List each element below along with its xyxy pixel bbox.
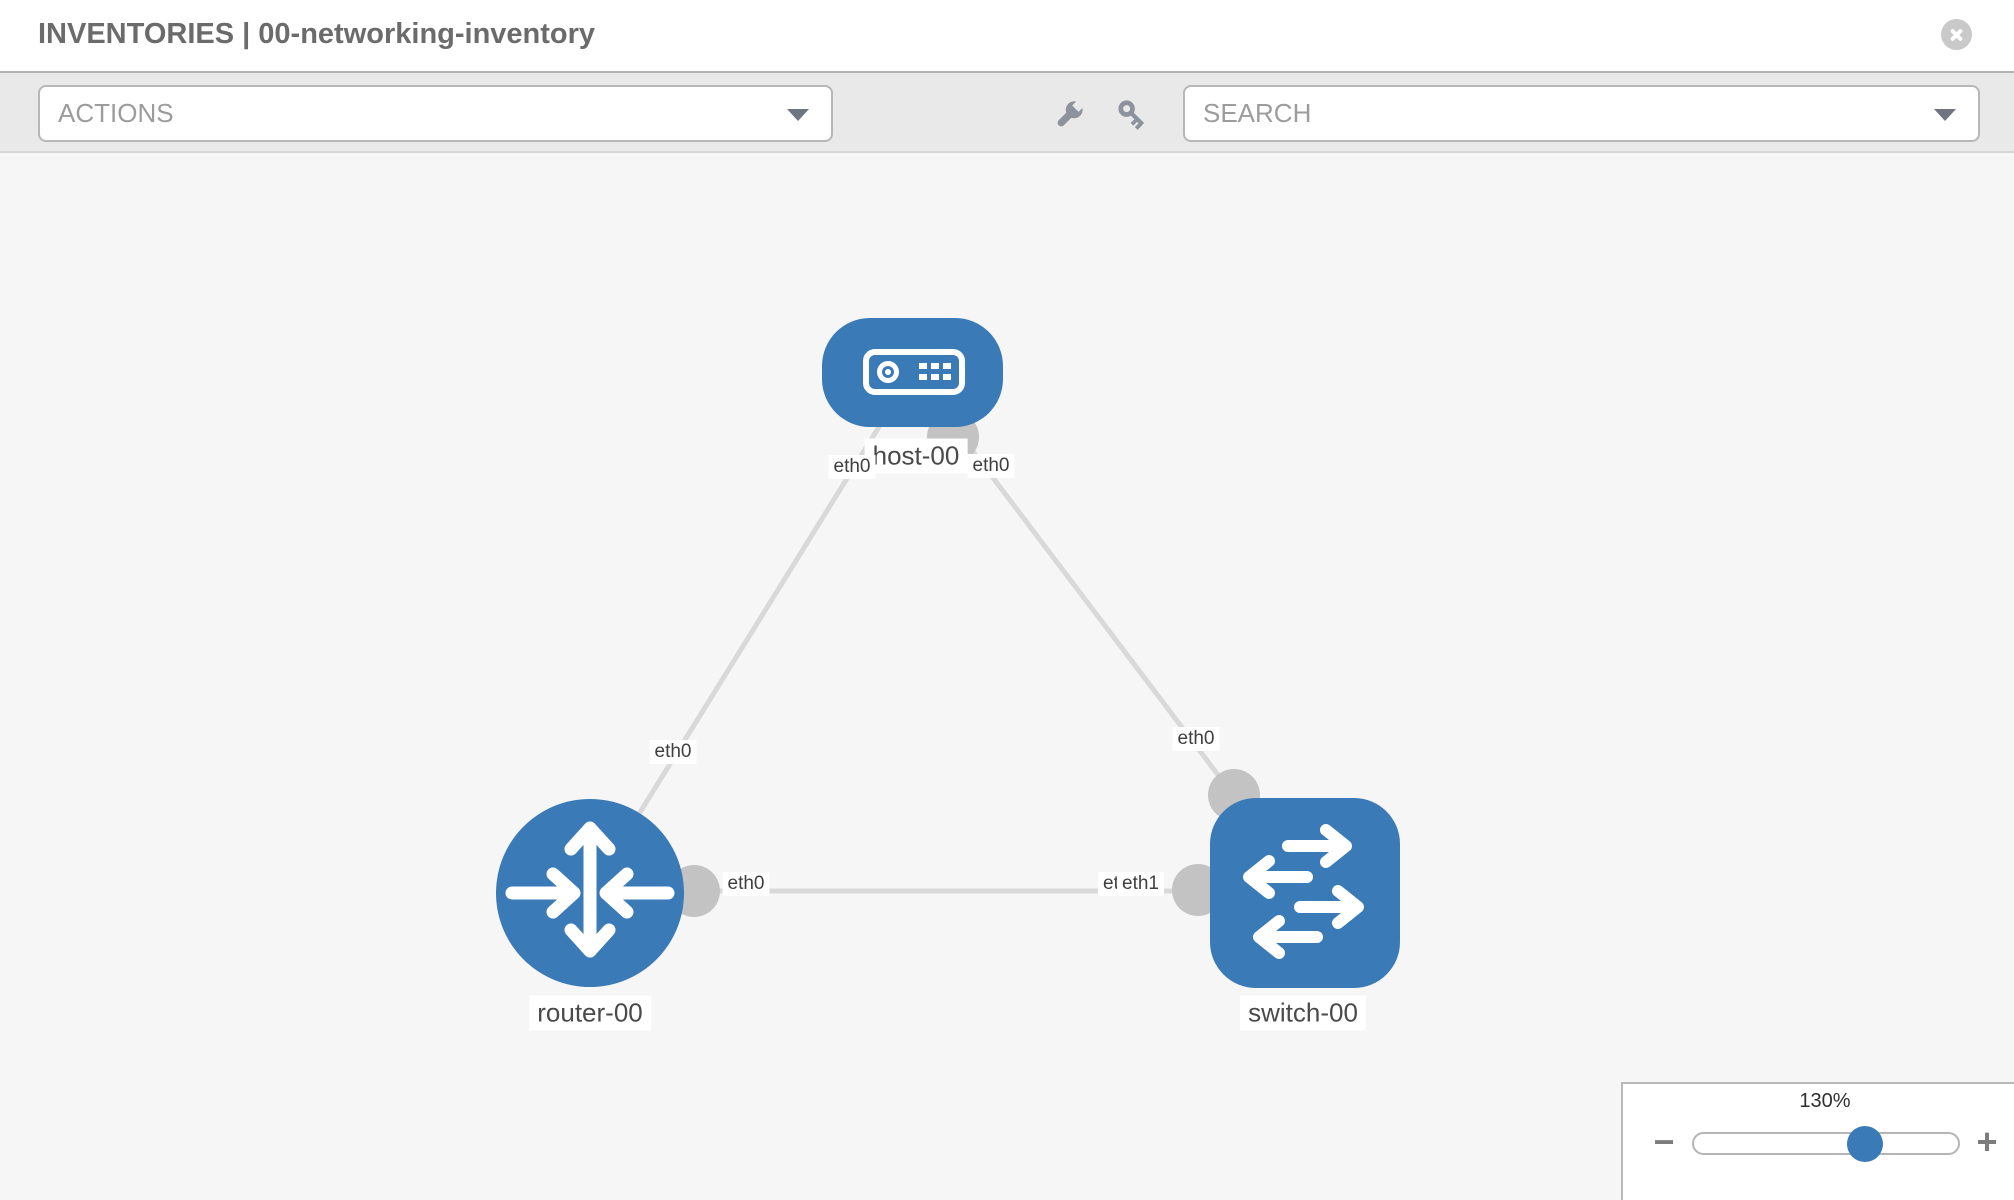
zoom-slider-thumb[interactable]	[1847, 1126, 1883, 1162]
switch-icon	[1243, 824, 1364, 959]
toolbar: ACTIONS SEARCH	[0, 71, 2014, 153]
search-dropdown[interactable]: SEARCH	[1183, 85, 1980, 142]
key-icon	[1118, 100, 1145, 130]
router-icon	[505, 821, 675, 958]
port-connectors	[668, 411, 1260, 917]
zoom-slider-track[interactable]	[1692, 1132, 1960, 1155]
close-button[interactable]	[1941, 19, 1972, 50]
iface-label-router-switch-switch-end: eth1	[1117, 872, 1164, 896]
zoom-panel: 130% − +	[1621, 1082, 2014, 1200]
chevron-down-icon	[1934, 108, 1956, 121]
iface-label-host-switch-switch-end: eth0	[1172, 727, 1220, 751]
node-label-router-00: router-00	[529, 995, 651, 1031]
zoom-in-button[interactable]: +	[1976, 1121, 1998, 1162]
key-button[interactable]	[1115, 97, 1151, 133]
host-icon	[863, 349, 965, 395]
node-switch-00[interactable]	[1210, 798, 1400, 988]
wrench-button[interactable]	[1051, 97, 1087, 133]
iface-label-host-router-host-end: eth0	[828, 455, 876, 479]
chevron-down-icon	[787, 108, 809, 121]
zoom-level: 130%	[1799, 1090, 1851, 1112]
zoom-out-button[interactable]: −	[1653, 1121, 1675, 1162]
node-host-00[interactable]	[822, 318, 1003, 427]
node-label-switch-00: switch-00	[1240, 995, 1366, 1031]
node-router-00[interactable]	[496, 799, 684, 987]
iface-label-host-switch-host-end: eth0	[967, 454, 1015, 478]
wrench-icon	[1057, 99, 1085, 127]
header: INVENTORIES | 00-networking-inventory	[0, 0, 2014, 71]
page-title: INVENTORIES | 00-networking-inventory	[38, 18, 596, 50]
iface-label-host-router-router-end: eth0	[649, 740, 697, 764]
actions-dropdown[interactable]: ACTIONS	[38, 85, 833, 142]
search-dropdown-value: SEARCH	[1203, 98, 1312, 128]
node-label-host-00: host-00	[864, 438, 968, 474]
iface-label-router-switch-router-end: eth0	[722, 872, 770, 896]
actions-dropdown-value: ACTIONS	[58, 98, 174, 128]
